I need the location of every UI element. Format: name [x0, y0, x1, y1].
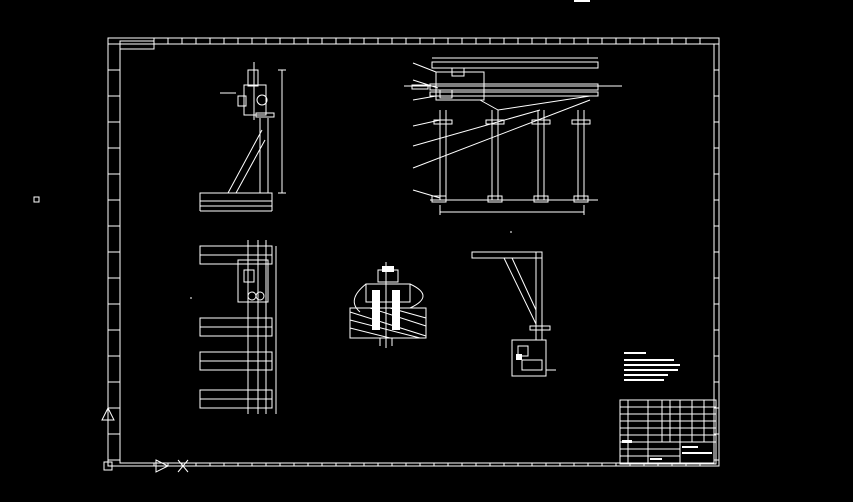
plan-view	[190, 240, 277, 414]
ucs-x-mark-b	[177, 459, 189, 473]
side-view	[199, 62, 286, 212]
front-view	[404, 57, 622, 215]
ucs-icon	[101, 386, 189, 473]
section-view	[349, 262, 427, 348]
sheet-inner-border	[119, 43, 715, 464]
technical-notes	[624, 352, 680, 381]
title-block	[619, 399, 717, 465]
sheet-corner-tab	[119, 40, 155, 50]
zone-markers	[108, 38, 719, 466]
bracket-detail-view	[471, 231, 556, 377]
pickbox-cursor	[33, 196, 40, 203]
